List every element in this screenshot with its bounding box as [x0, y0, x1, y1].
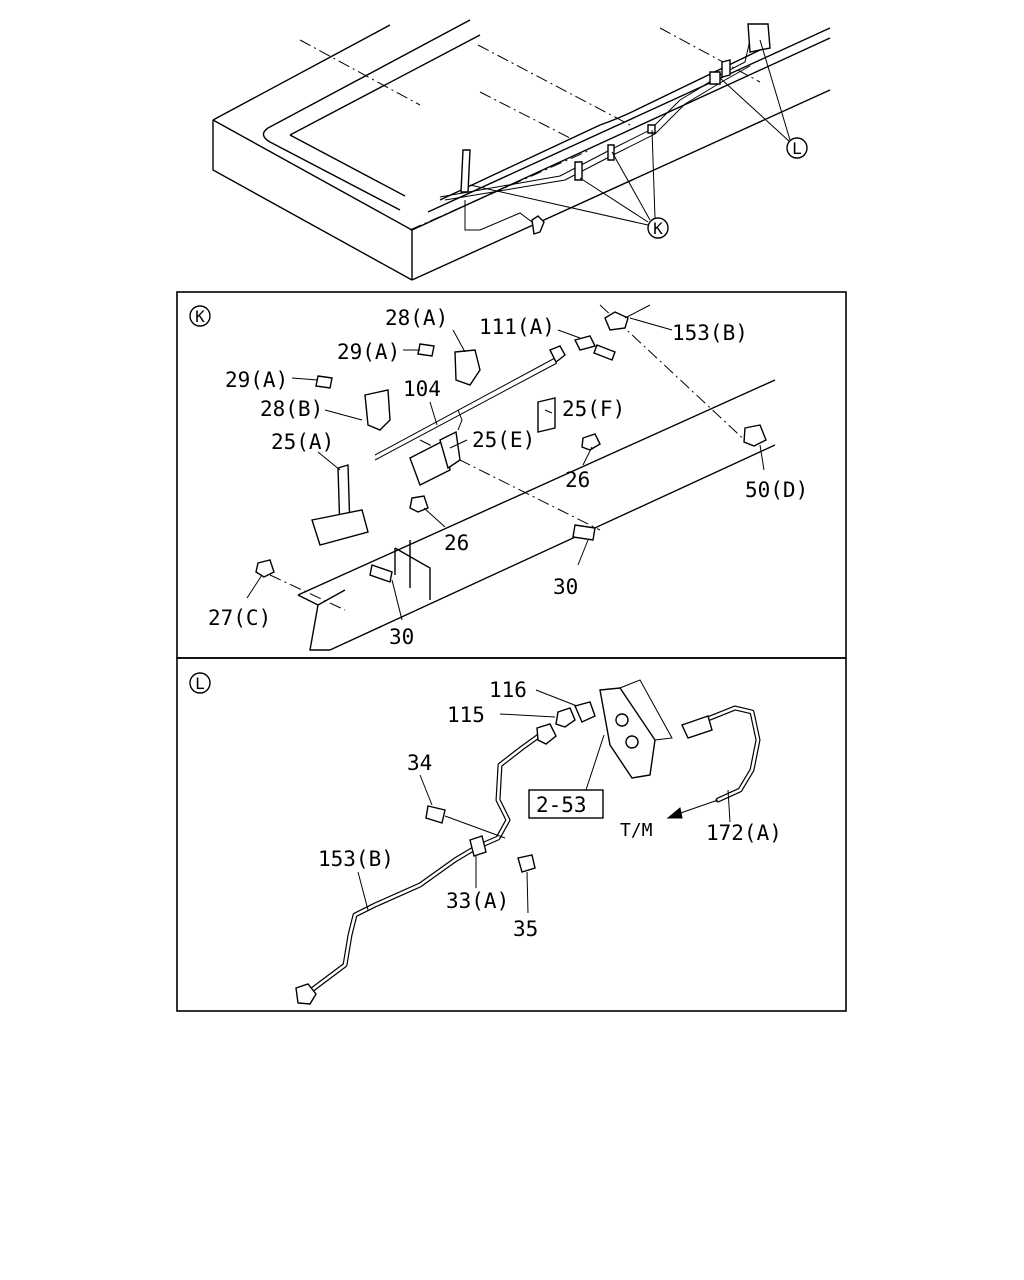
svg-text:L: L [195, 674, 205, 693]
label-116: 116 [489, 678, 527, 702]
label-30-left: 30 [389, 625, 414, 649]
label-50d: 50(D) [745, 478, 808, 502]
label-25e: 25(E) [472, 428, 535, 452]
label-153b: 153(B) [318, 847, 394, 871]
label-28a: 28(A) [385, 306, 448, 330]
callout-l: L [786, 137, 808, 159]
label-29a-top: 29(A) [337, 340, 400, 364]
label-26-left: 26 [444, 531, 469, 555]
panel-k-marker: K [189, 305, 211, 327]
panel-l-marker: L [189, 672, 211, 694]
label-34: 34 [407, 751, 432, 775]
label-30-right: 30 [553, 575, 578, 599]
panel-k-labels: 28(A) 111(A) 153(B) 29(A) 29(A) 104 25(F… [208, 306, 808, 649]
label-29a-left: 29(A) [225, 368, 288, 392]
label-115: 115 [447, 703, 485, 727]
label-26-right: 26 [565, 468, 590, 492]
label-35: 35 [513, 917, 538, 941]
panel-k-drawing [246, 304, 776, 651]
panel-l-drawing [295, 679, 761, 1005]
label-25f: 25(F) [562, 397, 625, 421]
label-153b: 153(B) [672, 321, 748, 345]
svg-text:K: K [195, 307, 205, 326]
label-111a: 111(A) [479, 315, 555, 339]
label-tm: T/M [620, 820, 653, 841]
label-104: 104 [403, 377, 441, 401]
label-28b: 28(B) [260, 397, 323, 421]
overview-frame [212, 19, 831, 281]
label-27c: 27(C) [208, 606, 271, 630]
panel-l-border [176, 657, 847, 1012]
panel-k-border [176, 291, 847, 659]
callout-k-label: K [653, 219, 663, 238]
callout-k: K [647, 217, 669, 239]
ref-2-53: 2-53 [536, 793, 587, 817]
ref-2-53-box [528, 789, 604, 819]
label-172a: 172(A) [706, 821, 782, 845]
label-25a: 25(A) [271, 430, 334, 454]
callout-l-label: L [792, 139, 802, 158]
panel-l-labels: 116 115 34 2-53 T/M 172(A) 153(B) 33(A) … [318, 678, 782, 941]
label-33a: 33(A) [446, 889, 509, 913]
